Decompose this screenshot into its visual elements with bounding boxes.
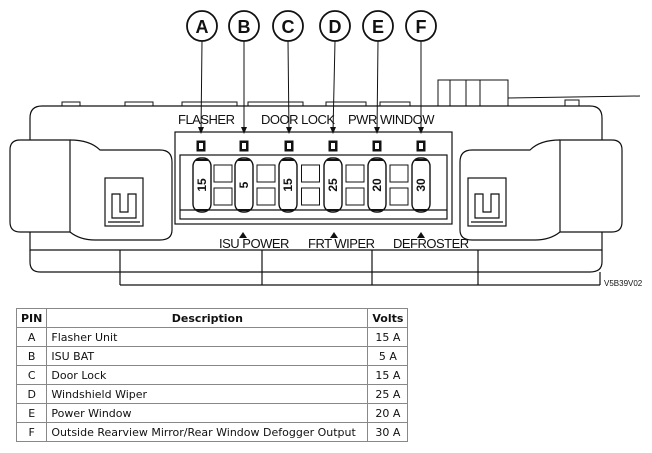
pin-cell: F <box>15 422 48 442</box>
label-pwr-window: PWR WINDOW <box>348 112 435 127</box>
fuse-rating: 15 <box>281 178 295 192</box>
table-row: E Power Window 20 A <box>15 403 409 423</box>
fuse-rating: 15 <box>195 178 209 192</box>
fuse-rating: 30 <box>414 178 428 192</box>
header-pin: PIN <box>15 308 48 328</box>
fuse: 20 <box>367 157 387 213</box>
fuse-connector <box>301 164 320 206</box>
callout-c: C <box>272 10 304 134</box>
callout-b: B <box>228 10 260 134</box>
fuse-rating: 25 <box>326 178 340 192</box>
table-row: B ISU BAT 5 A <box>15 346 409 366</box>
bottom-arrows <box>239 232 425 238</box>
description-cell: ISU BAT <box>46 346 369 366</box>
table-row: A Flasher Unit 15 A <box>15 327 409 347</box>
fuse-slot-inner <box>242 143 246 149</box>
pin-cell: D <box>15 384 48 404</box>
fuse-slot-inner <box>199 143 203 149</box>
callout-a: A <box>186 10 218 134</box>
table-row: D Windshield Wiper 25 A <box>15 384 409 404</box>
callout-f: F <box>405 10 437 134</box>
fuse-slot-inner <box>375 143 379 149</box>
label-frt-wiper: FRT WIPER <box>308 236 375 251</box>
fuse-connector <box>256 164 276 206</box>
pin-cell: C <box>15 365 48 385</box>
pin-table: PIN Description Volts A Flasher Unit 15 … <box>15 308 409 442</box>
label-defroster: DEFROSTER <box>393 236 469 251</box>
volts-cell: 30 A <box>367 422 409 442</box>
description-cell: Flasher Unit <box>46 327 369 347</box>
fuse-rating: 5 <box>237 181 251 188</box>
label-flasher: FLASHER <box>178 112 235 127</box>
callout-letter: A <box>196 17 209 37</box>
callout-letter: D <box>329 17 342 37</box>
table-row: F Outside Rearview Mirror/Rear Window De… <box>15 422 409 442</box>
description-cell: Outside Rearview Mirror/Rear Window Defo… <box>46 422 369 442</box>
label-isu-power: ISU POWER <box>219 236 289 251</box>
fuse-connector <box>213 164 233 206</box>
fuse: 15 <box>278 157 298 213</box>
fuse-connector <box>389 164 409 206</box>
pin-cell: B <box>15 346 48 366</box>
callout-letter: C <box>282 17 295 37</box>
volts-cell: 5 A <box>367 346 409 366</box>
fuse-connector <box>345 164 365 206</box>
description-cell: Power Window <box>46 403 369 423</box>
arrow-defroster <box>417 232 425 238</box>
volts-cell: 20 A <box>367 403 409 423</box>
pin-cell: E <box>15 403 48 423</box>
fuse: 15 <box>192 157 212 213</box>
housing-top-details <box>61 79 641 109</box>
fuse: 25 <box>323 157 343 213</box>
callout-letter: F <box>416 17 427 37</box>
reference-code: V5B39V02 <box>604 279 643 288</box>
callout-letter: B <box>238 17 251 37</box>
pin-cell: A <box>15 327 48 347</box>
callout-letter: E <box>372 17 384 37</box>
table-row: C Door Lock 15 A <box>15 365 409 385</box>
header-description: Description <box>46 308 369 328</box>
volts-cell: 25 A <box>367 384 409 404</box>
fuse-slot-inner <box>419 143 423 149</box>
callout-d: D <box>319 10 351 134</box>
description-cell: Door Lock <box>46 365 369 385</box>
fuse-block-diagram: A B C D E F FLASHER DOOR LOCK PWR WINDOW ISU … <box>9 10 643 288</box>
arrow-frt-wiper <box>330 232 338 238</box>
header-volts: Volts <box>367 308 409 328</box>
label-door-lock: DOOR LOCK <box>261 112 335 127</box>
table-header-row: PIN Description Volts <box>15 308 409 328</box>
fuse-slot-inner <box>331 143 335 149</box>
fuse: 30 <box>411 157 431 213</box>
arrow-isu-power <box>239 232 247 238</box>
callout-group: A B C D E F <box>186 10 437 134</box>
description-cell: Windshield Wiper <box>46 384 369 404</box>
fuse: 5 <box>234 157 254 213</box>
fuse-rating: 20 <box>370 178 384 192</box>
fuse-slot-inner <box>287 143 291 149</box>
volts-cell: 15 A <box>367 327 409 347</box>
callout-e: E <box>362 10 394 134</box>
volts-cell: 15 A <box>367 365 409 385</box>
